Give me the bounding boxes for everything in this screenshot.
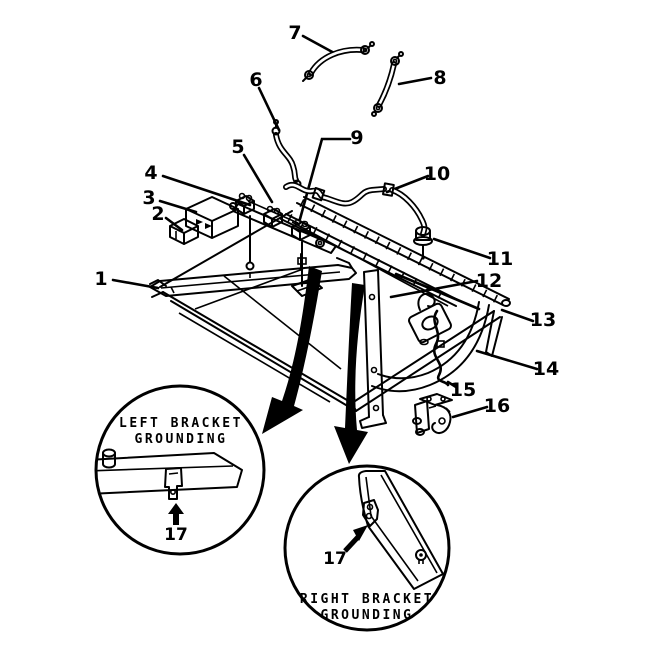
callout-9-label: 9 [350,127,363,149]
relay-box-3 [185,196,239,239]
callout-16-label: 16 [484,395,510,417]
tube-7 [302,41,375,82]
callout-4-label: 4 [144,162,157,184]
tube-9 [283,181,387,207]
callout-11-label: 11 [487,248,513,270]
callout-7-label: 7 [288,22,301,44]
detail-circle-right [283,464,451,632]
pointer-arrow-icon [353,525,368,541]
leader-8 [397,76,433,86]
leader-16 [451,405,489,419]
leader-lines [111,34,539,419]
manifold-nut-right [315,238,325,248]
hatched-rail [296,196,511,307]
manifold-assembly [229,192,337,297]
tube-6 [271,119,302,189]
leader-11 [432,237,492,260]
right-detail-title-line1: RIGHT BRACKET [300,592,434,607]
ground-wire [433,309,450,387]
pointer-arrow-shaft [343,535,360,553]
big-arrow-left [262,266,322,434]
caster-bracket-16 [412,393,453,436]
vertical-bracket [359,269,387,429]
callout-1-label: 1 [94,268,107,290]
drop-rod-left [245,215,255,278]
callout-3-label: 3 [142,187,155,209]
callout-17-left-label: 17 [164,525,188,545]
ground-plate [407,292,453,348]
leader-12-cross [394,272,481,311]
left-bracket-bar [96,448,243,495]
leader-5 [242,153,274,204]
bolt-head [415,549,427,564]
manifold-bar [232,203,337,254]
plate-hook [417,292,436,311]
callout-labels: 1 2 3 4 5 6 7 8 9 10 11 12 13 14 15 16 [94,22,559,417]
valve-body-3 [291,218,311,241]
fitting-11 [413,226,433,260]
floor-inner-rim [371,301,490,393]
rim-front-right [351,310,501,412]
rail-hatching [299,199,499,303]
detail-view-left: LEFT BRACKET GROUNDING 17 [94,384,266,556]
tube-10 [382,182,428,237]
leader-13 [500,308,535,323]
callout-17-right-label: 17 [323,549,347,569]
leader-7 [301,34,338,56]
leader-14 [475,349,539,371]
main-frame [149,196,511,429]
small-box-2 [169,218,199,245]
tube-8 [371,51,404,117]
up-arrow-icon [168,503,184,525]
detail-view-right: RIGHT BRACKET GROUNDING 17 [283,464,451,632]
callout-8-label: 8 [433,67,446,89]
ground-clip-right [362,499,379,527]
callout-14-label: 14 [533,358,559,380]
left-detail-title-line2: GROUNDING [135,432,228,447]
right-detail-title-line2: GROUNDING [321,608,414,623]
ground-clip-left [164,467,183,500]
left-detail-title-line1: LEFT BRACKET [119,416,243,431]
big-arrow-right [334,283,368,464]
callout-6-label: 6 [249,69,262,91]
callout-15-label: 15 [450,379,476,401]
callout-13-label: 13 [530,309,556,331]
leader-15 [446,380,458,389]
callout-12-label: 12 [476,270,502,292]
callout-10-label: 10 [424,163,450,185]
wall-front-left [149,279,357,412]
callout-2-label: 2 [151,203,164,225]
valve-body-2 [263,205,283,228]
callout-5-label: 5 [231,136,244,158]
rim-upper-left [159,210,293,288]
rim-right-corner [485,310,503,357]
